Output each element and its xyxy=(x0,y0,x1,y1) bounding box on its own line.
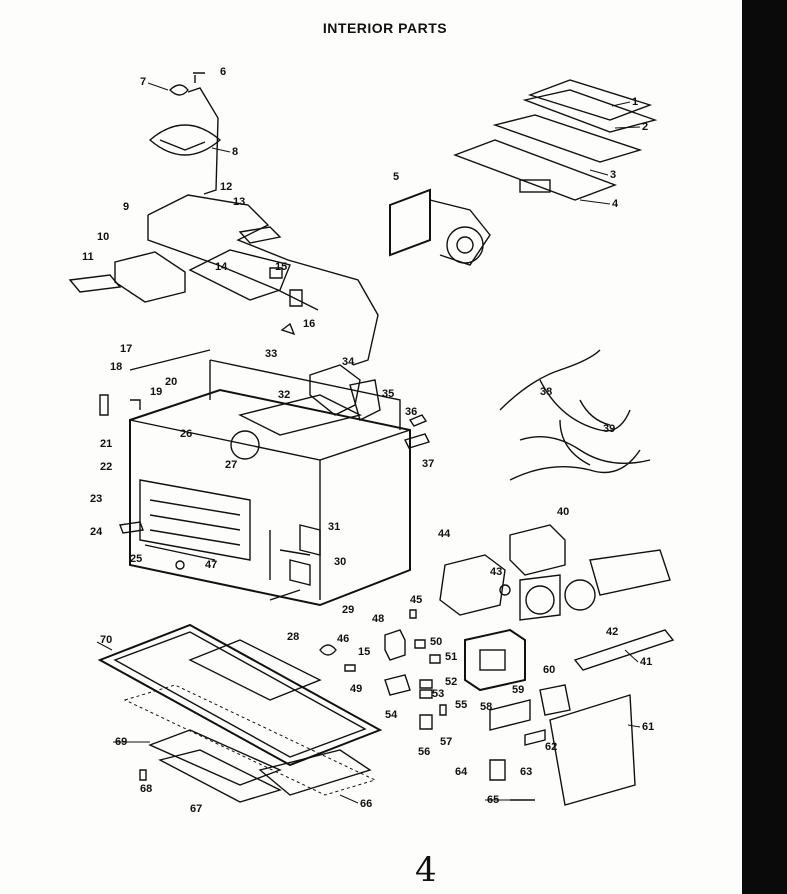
callout-35: 35 xyxy=(382,388,394,400)
callout-28: 28 xyxy=(287,631,299,643)
callout-64: 64 xyxy=(455,766,468,778)
page-number: 4 xyxy=(415,850,437,890)
part-group-60-65 xyxy=(489,684,636,806)
part-group-1-4-plates xyxy=(453,79,658,201)
callout-24: 24 xyxy=(90,526,103,538)
callout-26: 26 xyxy=(180,428,192,440)
callout-37: 37 xyxy=(422,458,434,470)
callout-39: 39 xyxy=(603,423,615,435)
callout-58: 58 xyxy=(480,701,492,713)
callout-36: 36 xyxy=(405,406,417,418)
part-40 xyxy=(509,524,566,576)
callout-43: 43 xyxy=(490,566,502,578)
callout-52: 52 xyxy=(445,676,457,688)
callout-labels: 1 2 3 4 5 6 7 8 9 10 11 12 13 14 15 16 1… xyxy=(82,66,654,815)
diagram-title: INTERIOR PARTS xyxy=(322,20,448,36)
callout-15: 15 xyxy=(275,261,287,273)
callout-5: 5 xyxy=(393,171,399,183)
callout-55: 55 xyxy=(455,699,467,711)
callout-19: 19 xyxy=(150,386,162,398)
part-5-fan-motor xyxy=(389,188,491,266)
callout-57: 57 xyxy=(440,736,452,748)
part-group-46-57 xyxy=(319,629,447,730)
wiring-harness-38-39 xyxy=(499,349,651,481)
callout-9: 9 xyxy=(123,201,129,213)
part-group-66-70-panels xyxy=(97,623,383,803)
callout-32: 32 xyxy=(278,389,290,401)
callout-4: 4 xyxy=(612,198,619,210)
callout-25: 25 xyxy=(130,553,142,565)
callout-14: 14 xyxy=(215,261,228,273)
part-group-28-31 xyxy=(269,524,321,601)
part-group-6-7-8 xyxy=(148,72,222,195)
callout-13: 13 xyxy=(233,196,245,208)
part-group-43-45 xyxy=(409,554,511,619)
callout-56: 56 xyxy=(418,746,430,758)
callout-6: 6 xyxy=(220,66,226,78)
part-group-36-37 xyxy=(404,414,430,449)
callout-17: 17 xyxy=(120,343,132,355)
callout-20: 20 xyxy=(165,376,177,388)
part-group-17-25 xyxy=(99,349,216,570)
callout-61: 61 xyxy=(642,721,654,733)
callout-12: 12 xyxy=(220,181,232,193)
callout-60: 60 xyxy=(543,664,555,676)
callout-21: 21 xyxy=(100,438,112,450)
callout-7: 7 xyxy=(140,76,146,88)
callout-42: 42 xyxy=(606,626,618,638)
callout-66: 66 xyxy=(360,798,372,810)
callout-47: 47 xyxy=(205,559,217,571)
callout-63: 63 xyxy=(520,766,532,778)
callout-46: 46 xyxy=(337,633,349,645)
callout-53: 53 xyxy=(432,688,444,700)
callout-54: 54 xyxy=(385,709,398,721)
callout-67: 67 xyxy=(190,803,202,815)
callout-48: 48 xyxy=(372,613,384,625)
callout-31: 31 xyxy=(328,521,340,533)
callout-45: 45 xyxy=(410,594,422,606)
callout-29: 29 xyxy=(342,604,354,616)
callout-2: 2 xyxy=(642,121,648,133)
part-group-10-11 xyxy=(68,251,186,303)
callout-41: 41 xyxy=(640,656,652,668)
part-group-58-59 xyxy=(464,628,531,731)
callout-33: 33 xyxy=(265,348,277,360)
callout-3: 3 xyxy=(610,169,616,181)
callout-22: 22 xyxy=(100,461,112,473)
callout-70: 70 xyxy=(100,634,112,646)
callout-40: 40 xyxy=(557,506,569,518)
callout-15-b: 15 xyxy=(358,646,370,658)
callout-62: 62 xyxy=(545,741,557,753)
leader-lines xyxy=(96,82,641,804)
callout-16: 16 xyxy=(303,318,315,330)
part-group-41-42 xyxy=(519,549,675,671)
callout-1: 1 xyxy=(632,96,638,108)
callout-50: 50 xyxy=(430,636,442,648)
callout-23: 23 xyxy=(90,493,102,505)
scan-edge-shadow xyxy=(742,0,787,894)
callout-30: 30 xyxy=(334,556,346,568)
callout-44: 44 xyxy=(438,528,451,540)
part-group-32-35 xyxy=(280,322,381,422)
main-cavity-assembly xyxy=(129,359,411,607)
callout-18: 18 xyxy=(110,361,122,373)
callout-27: 27 xyxy=(225,459,237,471)
callout-49: 49 xyxy=(350,683,362,695)
callout-68: 68 xyxy=(140,783,152,795)
callout-11: 11 xyxy=(82,251,94,263)
part-group-upper-frame xyxy=(147,194,379,366)
callout-8: 8 xyxy=(232,146,238,158)
callout-34: 34 xyxy=(342,356,355,368)
callout-38: 38 xyxy=(540,386,552,398)
callout-59: 59 xyxy=(512,684,524,696)
callout-51: 51 xyxy=(445,651,457,663)
callout-10: 10 xyxy=(97,231,109,243)
